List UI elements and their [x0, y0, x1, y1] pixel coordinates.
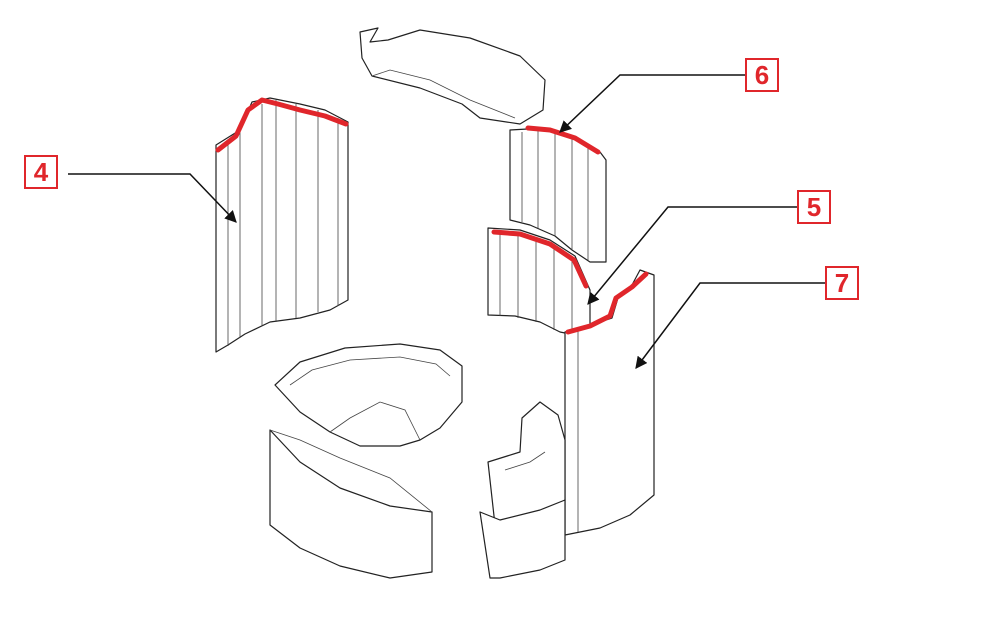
callout-label-6: 6	[745, 58, 779, 92]
part-4-seal	[215, 97, 349, 153]
part-4-left-panel	[215, 97, 349, 353]
part-6-lid-plate	[359, 27, 546, 125]
base-ring-left	[269, 343, 463, 579]
leader-line-7	[635, 282, 825, 369]
part-7-seal	[565, 271, 649, 335]
part-7-curved-panel	[564, 269, 655, 536]
part-5-seal	[491, 229, 589, 289]
part-6-fluted-panel	[509, 125, 607, 263]
part-5-fluted-panel	[487, 227, 591, 336]
leader-line-6	[559, 74, 745, 133]
callout-label-4: 4	[24, 155, 58, 189]
leader-line-5	[587, 206, 797, 305]
callout-label-5: 5	[797, 190, 831, 224]
leader-line-4	[68, 173, 237, 223]
callout-label-7: 7	[825, 266, 859, 300]
part-6-seal	[525, 125, 601, 155]
base-ring-right	[479, 401, 566, 579]
